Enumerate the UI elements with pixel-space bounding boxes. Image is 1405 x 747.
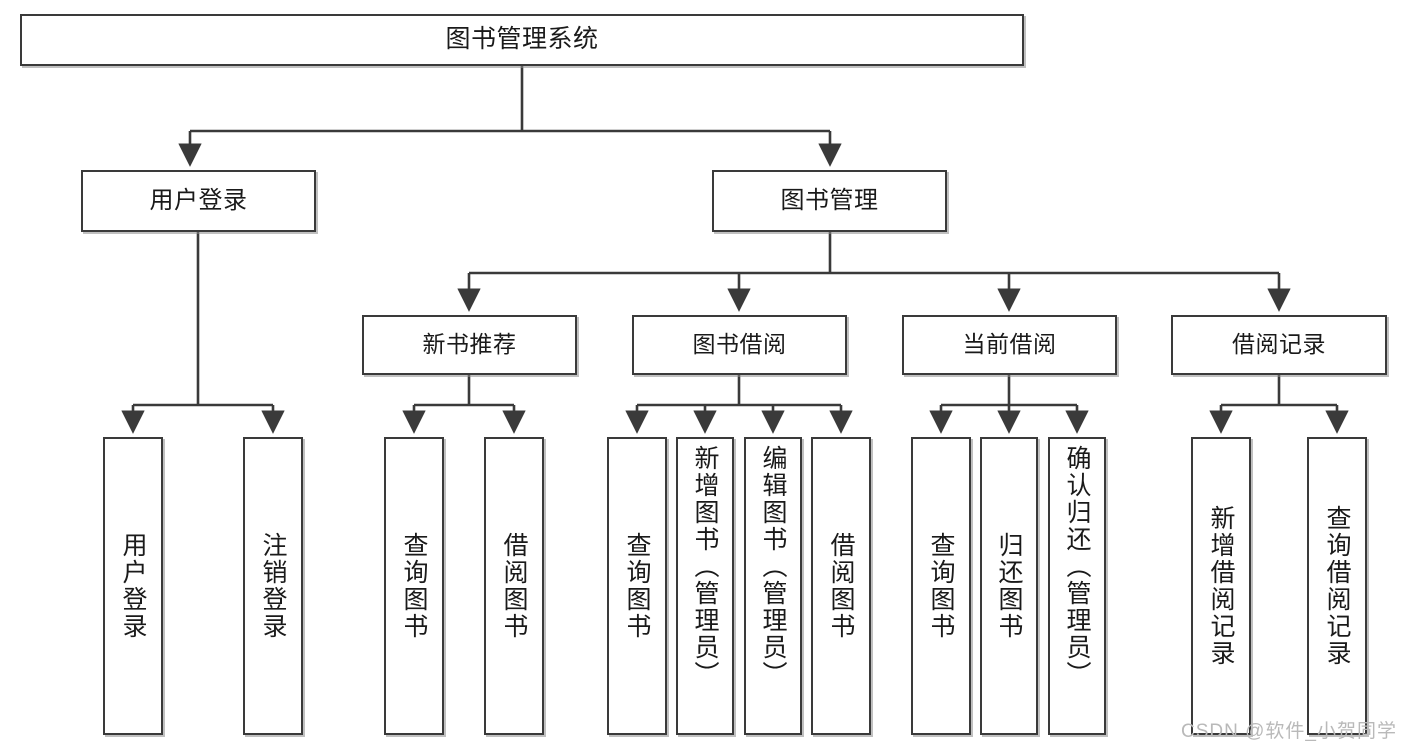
leaf-borrow-book-new[interactable]: 借阅图书 bbox=[484, 437, 544, 735]
leaf-return-book[interactable]: 归还图书 bbox=[980, 437, 1038, 735]
leaf-query-book-current-label: 查询图书 bbox=[927, 532, 955, 640]
leaf-confirm-return-admin[interactable]: 确认归还（管理员） bbox=[1048, 437, 1106, 735]
node-user-login[interactable]: 用户登录 bbox=[81, 170, 316, 232]
node-current-borrow[interactable]: 当前借阅 bbox=[902, 315, 1117, 375]
leaf-query-book-new[interactable]: 查询图书 bbox=[384, 437, 444, 735]
leaf-query-borrow-record-label: 查询借阅记录 bbox=[1323, 505, 1351, 667]
leaf-borrow-book-label: 借阅图书 bbox=[827, 532, 855, 640]
node-borrow-record[interactable]: 借阅记录 bbox=[1171, 315, 1387, 375]
node-book-borrow-label: 图书借阅 bbox=[692, 331, 787, 358]
leaf-borrow-book-new-label: 借阅图书 bbox=[500, 532, 528, 640]
leaf-add-book-admin[interactable]: 新增图书（管理员） bbox=[676, 437, 734, 735]
leaf-query-book-borrow-label: 查询图书 bbox=[623, 532, 651, 640]
leaf-add-book-admin-label: 新增图书（管理员） bbox=[691, 445, 719, 688]
leaf-add-borrow-record[interactable]: 新增借阅记录 bbox=[1191, 437, 1251, 735]
node-book-management[interactable]: 图书管理 bbox=[712, 170, 947, 232]
csdn-watermark: CSDN @软件_小贺同学 bbox=[1181, 721, 1397, 742]
leaf-logout[interactable]: 注销登录 bbox=[243, 437, 303, 735]
leaf-query-book-new-label: 查询图书 bbox=[400, 532, 428, 640]
leaf-edit-book-admin[interactable]: 编辑图书（管理员） bbox=[744, 437, 802, 735]
node-root-label: 图书管理系统 bbox=[445, 25, 599, 54]
leaf-edit-book-admin-label: 编辑图书（管理员） bbox=[759, 445, 787, 688]
leaf-query-borrow-record[interactable]: 查询借阅记录 bbox=[1307, 437, 1367, 735]
node-user-login-label: 用户登录 bbox=[149, 186, 248, 214]
leaf-query-book-current[interactable]: 查询图书 bbox=[911, 437, 971, 735]
leaf-confirm-return-admin-label: 确认归还（管理员） bbox=[1063, 445, 1091, 688]
node-new-book-recommend[interactable]: 新书推荐 bbox=[362, 315, 577, 375]
leaf-return-book-label: 归还图书 bbox=[995, 532, 1023, 640]
leaf-user-login-label: 用户登录 bbox=[119, 532, 147, 640]
node-borrow-record-label: 借阅记录 bbox=[1232, 331, 1326, 358]
node-new-book-recommend-label: 新书推荐 bbox=[422, 331, 517, 358]
leaf-logout-label: 注销登录 bbox=[259, 532, 287, 640]
leaf-user-login[interactable]: 用户登录 bbox=[103, 437, 163, 735]
leaf-query-book-borrow[interactable]: 查询图书 bbox=[607, 437, 667, 735]
node-current-borrow-label: 当前借阅 bbox=[962, 331, 1057, 358]
leaf-borrow-book[interactable]: 借阅图书 bbox=[811, 437, 871, 735]
node-root[interactable]: 图书管理系统 bbox=[20, 14, 1024, 66]
leaf-add-borrow-record-label: 新增借阅记录 bbox=[1207, 505, 1235, 667]
node-book-borrow[interactable]: 图书借阅 bbox=[632, 315, 847, 375]
node-book-management-label: 图书管理 bbox=[780, 186, 879, 214]
